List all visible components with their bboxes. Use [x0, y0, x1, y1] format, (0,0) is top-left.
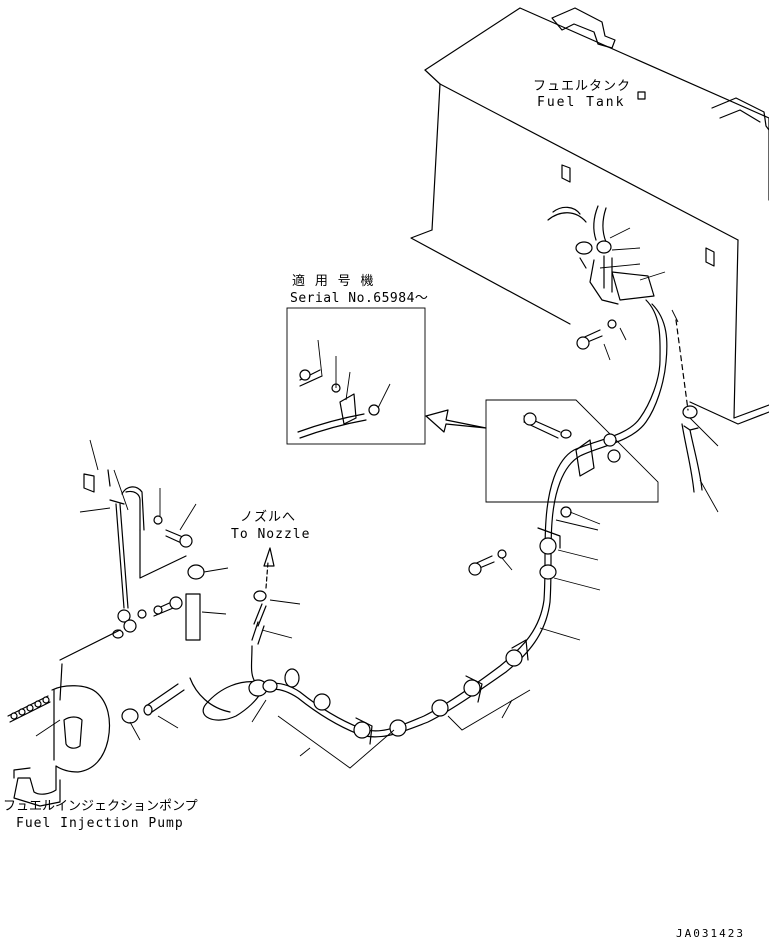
serial-label-jp: 適 用 号 機: [292, 274, 375, 289]
return-pipe: [79, 439, 229, 641]
nozzle-label-en: To Nozzle: [231, 527, 311, 542]
serial-label-en: Serial No.65984～: [290, 291, 429, 306]
callout-arrow: [425, 409, 487, 433]
clamp-cluster: [468, 309, 719, 576]
pump-label-en: Fuel Injection Pump: [16, 816, 184, 831]
injection-pump: [7, 629, 185, 807]
inset-detail: [286, 307, 426, 445]
nozzle-label-jp: ノズルへ: [240, 510, 297, 525]
pump-label-jp: フュエルインジェクションポンプ: [3, 799, 198, 814]
fuel-tank: [410, 7, 769, 425]
fuel-tank-label-jp: フュエルタンク: [533, 79, 632, 94]
fuel-tank-label-en: Fuel Tank: [537, 95, 626, 110]
nozzle-pipe: [250, 547, 301, 681]
drawing-code: JA031423: [676, 927, 745, 940]
fuel-line: [189, 299, 668, 769]
